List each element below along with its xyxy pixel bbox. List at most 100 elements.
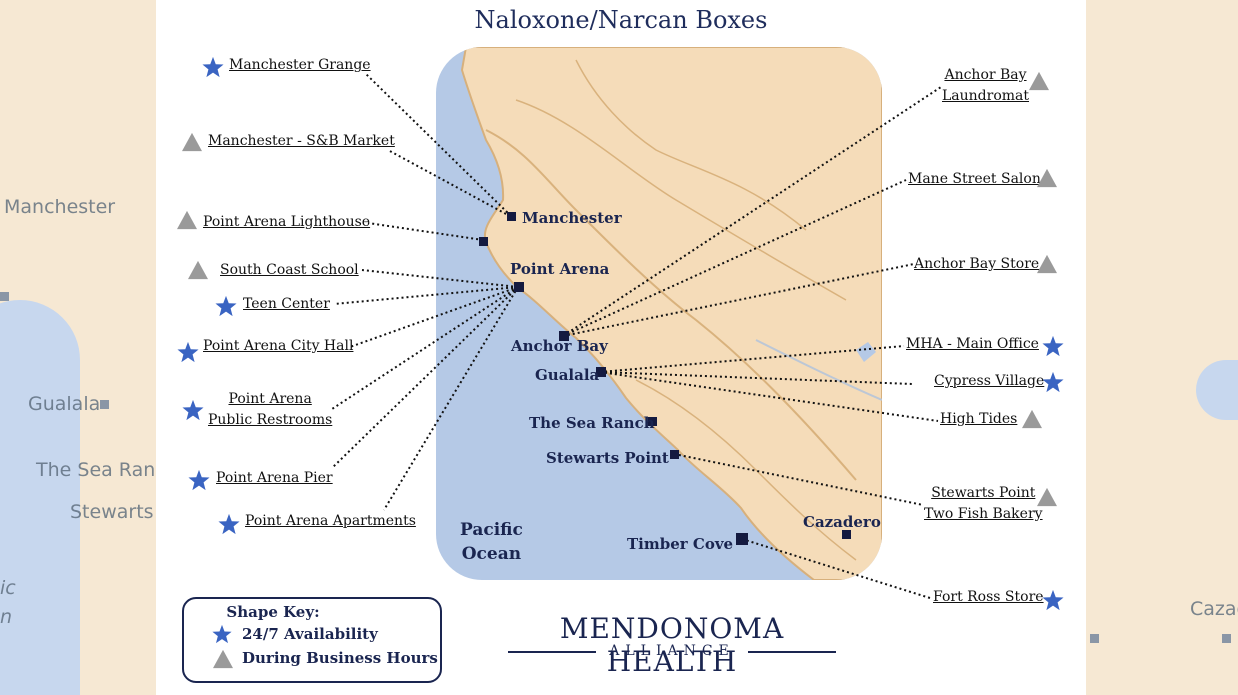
river-line <box>635 379 857 561</box>
background-town-marker <box>0 292 9 301</box>
location-link-line: Laundromat <box>942 88 1030 104</box>
shape-key-title: Shape Key: <box>226 603 320 621</box>
town-marker <box>736 533 748 545</box>
star-icon <box>218 513 240 535</box>
connector-line <box>599 371 939 422</box>
location-link-line: Stewarts Point <box>931 485 1036 501</box>
location-link[interactable]: Point Arena Apartments <box>245 513 416 529</box>
location-link[interactable]: Point Arena Lighthouse <box>203 214 371 230</box>
connector-line <box>599 345 905 373</box>
river-line <box>755 339 882 401</box>
connector-line <box>387 149 507 215</box>
town-label-manchester: Manchester <box>522 209 622 227</box>
location-link[interactable]: Mane Street Salon <box>908 171 1041 187</box>
town-marker <box>670 450 679 459</box>
location-link[interactable]: South Coast School <box>220 262 359 278</box>
town-markers <box>479 212 851 545</box>
location-link[interactable]: Manchester Grange <box>229 57 371 73</box>
triangle-icon <box>1037 487 1057 507</box>
town-label-gualala: Gualala <box>535 366 600 384</box>
town-marker <box>479 237 488 246</box>
shape-key-triangle-label: During Business Hours <box>242 649 438 667</box>
lake <box>856 342 876 362</box>
background-map-left: Manchester Gualala The Sea Ranch Stewart… <box>0 0 156 695</box>
town-marker <box>514 282 524 292</box>
location-link-line: Two Fish Bakery <box>924 506 1043 522</box>
town-marker <box>559 331 569 341</box>
triangle-icon <box>177 210 197 230</box>
connector-line <box>331 286 519 410</box>
location-link-line: Point Arena <box>228 391 312 407</box>
star-icon <box>215 295 237 317</box>
town-marker <box>596 367 606 377</box>
triangle-icon <box>1029 71 1049 91</box>
location-link[interactable]: Stewarts Point Two Fish Bakery <box>924 483 1043 525</box>
star-icon <box>1042 371 1064 393</box>
location-link[interactable]: Anchor Bay Laundromat <box>942 65 1029 107</box>
star-icon <box>1042 589 1064 611</box>
background-label: Stewarts P <box>70 501 156 523</box>
connector-line <box>673 453 924 506</box>
background-town-marker <box>1090 634 1099 643</box>
background-label: The Sea Ranch <box>36 459 156 481</box>
location-link[interactable]: Point Arena Public Restrooms <box>208 389 332 431</box>
background-ocean <box>0 300 80 695</box>
logo-rule <box>508 651 596 653</box>
river-line <box>575 59 807 231</box>
main-panel: Naloxone/Narcan Boxes Manchester Point A… <box>156 0 1086 695</box>
background-lake <box>1196 360 1238 420</box>
shape-key-star-label: 24/7 Availability <box>242 625 378 643</box>
logo-subtext: ALLIANCE <box>609 643 735 659</box>
logo-text: MENDONOMA HEALTH <box>559 612 785 678</box>
town-marker <box>842 530 851 539</box>
town-marker <box>648 417 657 426</box>
shape-key: Shape Key: 24/7 Availability During Busi… <box>182 597 442 683</box>
connector-lines-right <box>562 86 942 599</box>
background-label: Manchester <box>4 196 116 218</box>
town-marker <box>507 212 516 221</box>
location-link[interactable]: Manchester - S&B Market <box>208 133 395 149</box>
location-link[interactable]: Fort Ross Store <box>933 589 1044 605</box>
connector-line <box>331 286 519 469</box>
location-link[interactable]: Teen Center <box>243 296 330 312</box>
triangle-icon <box>213 649 233 669</box>
town-label-timber-cove: Timber Cove <box>627 535 734 553</box>
triangle-icon <box>1037 168 1057 188</box>
river-line <box>515 99 847 301</box>
background-label: n <box>0 606 13 628</box>
town-label-point-arena: Point Arena <box>510 260 610 278</box>
logo-rule <box>748 651 836 653</box>
location-link[interactable]: Point Arena City Hall <box>203 338 354 354</box>
location-link[interactable]: High Tides <box>940 411 1018 427</box>
location-link[interactable]: Cypress Village <box>934 373 1045 389</box>
triangle-icon <box>1022 409 1042 429</box>
connector-line <box>333 286 519 305</box>
triangle-icon <box>1037 254 1057 274</box>
triangle-icon <box>188 260 208 280</box>
town-label-sea-ranch: The Sea Ranch <box>529 414 655 432</box>
star-icon <box>212 624 232 644</box>
ocean-label-line: Ocean <box>461 544 522 564</box>
background-label: ic <box>0 577 16 599</box>
star-icon <box>1042 335 1064 357</box>
town-label-anchor-bay: Anchor Bay <box>511 337 608 355</box>
connector-line <box>599 371 913 385</box>
star-icon <box>188 469 210 491</box>
map-graphic <box>331 47 942 599</box>
river-line <box>485 129 857 481</box>
triangle-icon <box>182 132 202 152</box>
location-link[interactable]: Anchor Bay Store <box>914 256 1040 272</box>
location-link[interactable]: MHA - Main Office <box>906 336 1039 352</box>
ocean-label: Pacific Ocean <box>460 518 523 566</box>
background-map-right: Cazad <box>1086 0 1238 695</box>
location-link[interactable]: Point Arena Pier <box>216 470 333 486</box>
ocean-label-line: Pacific <box>460 520 523 540</box>
town-label-stewarts-point: Stewarts Point <box>546 449 669 467</box>
connector-lines-left <box>331 73 519 511</box>
connector-line <box>367 222 484 241</box>
location-link-line: Anchor Bay <box>944 67 1027 83</box>
star-icon <box>202 56 224 78</box>
background-town-marker <box>100 400 109 409</box>
connector-line <box>562 86 942 337</box>
map-title: Naloxone/Narcan Boxes <box>474 6 768 34</box>
